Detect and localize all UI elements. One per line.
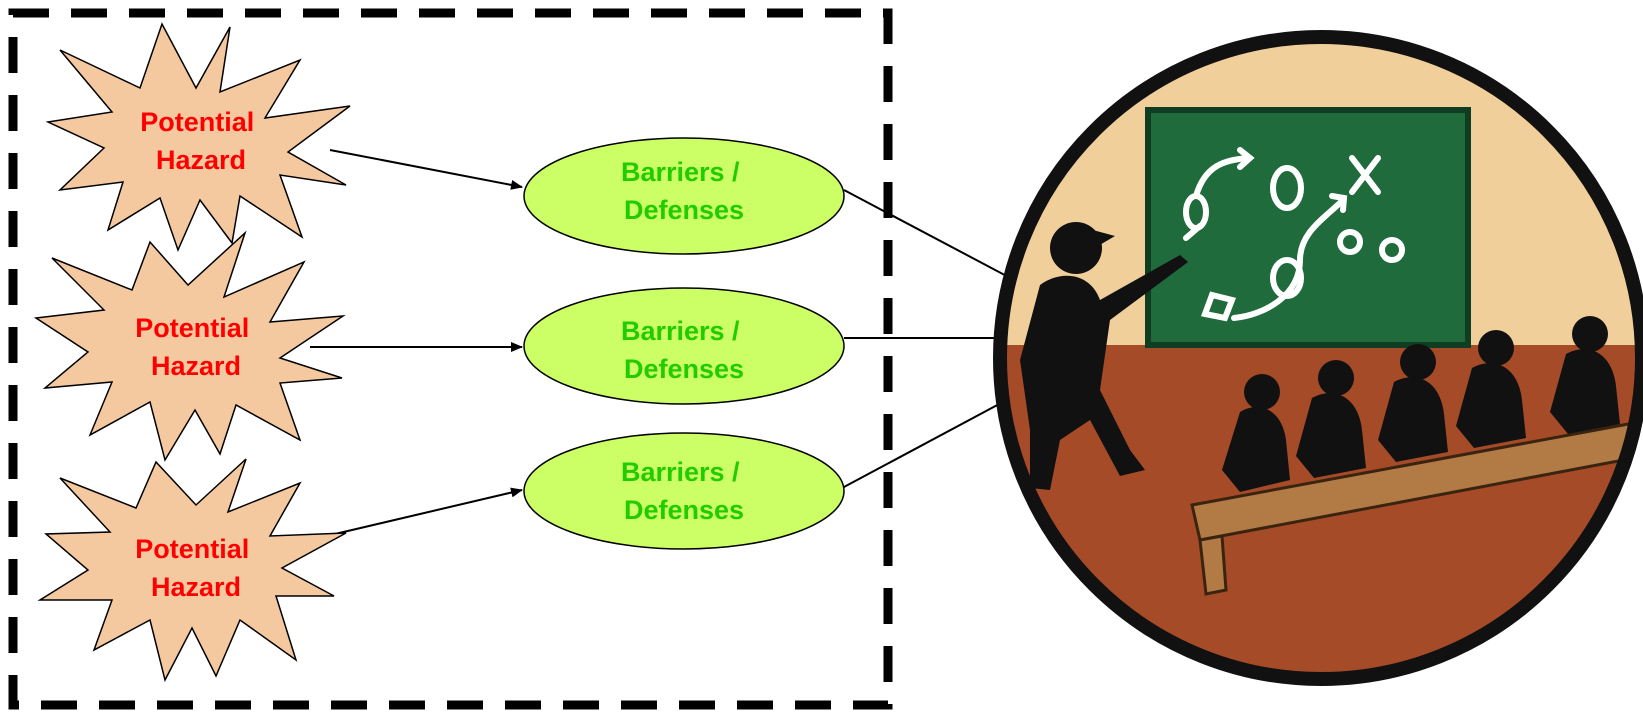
hazard-label-line2: Hazard [156,145,246,175]
hazard-label-line2: Hazard [151,351,241,381]
hazard-label-line1: Potential [135,534,249,564]
barrier-ellipse [523,432,845,550]
barrier-label-line1: Barriers / [621,316,740,346]
illustration-frame [993,30,1643,686]
barrier-label-line1: Barriers / [621,157,740,187]
bench-leg [1198,534,1228,596]
svg-text:Barriers / Defenses: Barriers / Defenses [621,157,747,225]
arrow-barrier1-illustration [843,189,1017,282]
starburst-icon [45,22,351,253]
dashed-boundary [8,8,893,710]
hazard-label-line2: Hazard [151,572,241,602]
arrow-hazard1-barrier1 [329,149,523,190]
arrow-barrier3-illustration [843,394,1017,488]
starburst-icon [33,230,346,462]
play-diagram [1183,147,1405,322]
hazard-node: Potential Hazard [33,230,346,462]
barrier-label-line2: Defenses [624,195,744,225]
hazard-node: Potential Hazard [45,22,351,253]
hazard-label-line1: Potential [140,107,254,137]
bench [1190,418,1642,542]
chalkboard [1145,107,1471,348]
starburst-icon [37,458,347,683]
hazard-node: Potential Hazard [37,458,347,683]
arrow-hazard3-barrier3 [317,487,523,539]
barrier-node: Barriers / Defenses [523,137,845,255]
svg-text:Potential Hazard: Potential Hazard [135,534,257,602]
barrier-label-line2: Defenses [624,495,744,525]
hazard-label-line1: Potential [135,313,249,343]
barrier-ellipse [523,287,845,405]
coach-silhouette [1020,222,1188,490]
svg-text:Potential Hazard: Potential Hazard [140,107,262,175]
coach-classroom-icon [993,30,1643,686]
svg-text:Barriers / Defenses: Barriers / Defenses [621,316,747,384]
svg-text:Potential Hazard: Potential Hazard [135,313,257,381]
barrier-ellipse [523,137,845,255]
barrier-node: Barriers / Defenses [523,432,845,550]
barrier-node: Barriers / Defenses [523,287,845,405]
barrier-label-line2: Defenses [624,354,744,384]
players-silhouettes [1222,316,1620,492]
barrier-label-line1: Barriers / [621,457,740,487]
svg-text:Barriers / Defenses: Barriers / Defenses [621,457,747,525]
